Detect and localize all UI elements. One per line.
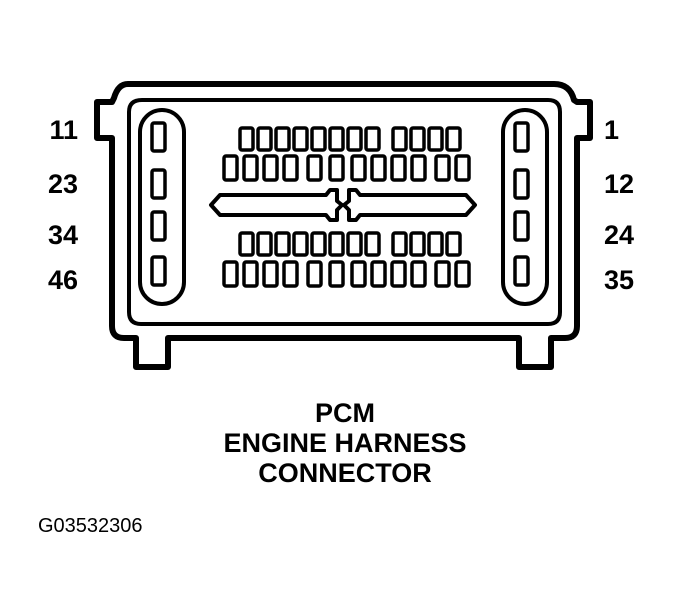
pin-cavity-center <box>328 260 345 288</box>
pin-cavity-center <box>350 154 367 182</box>
left-pin-column <box>138 108 186 306</box>
pin-label-34: 34 <box>47 220 78 250</box>
pin-cavity-center <box>454 154 471 182</box>
diagram-caption: PCM ENGINE HARNESS CONNECTOR <box>180 398 510 488</box>
figure-id: G03532306 <box>38 515 143 537</box>
pin-cavity-center <box>391 126 408 152</box>
pin-cavity-center <box>410 154 427 182</box>
right-latch <box>342 188 477 222</box>
pin-cavity-center <box>391 231 408 257</box>
pin-cavity-center <box>390 260 407 288</box>
pin-cavities <box>150 121 530 288</box>
pin-label-23: 23 <box>47 169 78 199</box>
pin-label-12: 12 <box>604 169 635 199</box>
pin-label-1: 1 <box>604 115 620 145</box>
pin-cavity-right-col <box>513 168 530 200</box>
pin-cavity-center <box>256 231 273 257</box>
pin-cavity-center <box>282 154 299 182</box>
pin-cavity-center <box>409 231 426 257</box>
pin-cavity-center <box>364 231 381 257</box>
pin-cavity-center <box>274 231 291 257</box>
pin-cavity-center <box>222 260 239 288</box>
pin-cavity-center <box>370 260 387 288</box>
pin-label-35: 35 <box>604 265 635 295</box>
pin-cavity-center <box>409 126 426 152</box>
pin-cavity-center <box>427 126 444 152</box>
pin-cavity-left-col <box>150 255 167 287</box>
pin-cavity-center <box>310 231 327 257</box>
pin-cavity-center <box>346 126 363 152</box>
pin-cavity-center <box>238 231 255 257</box>
pin-cavity-left-col <box>150 168 167 200</box>
caption-line-pcm: PCM <box>315 398 375 428</box>
pin-cavity-center <box>434 154 451 182</box>
pin-cavity-center <box>274 126 291 152</box>
pin-cavity-center <box>238 126 255 152</box>
pin-cavity-center <box>292 231 309 257</box>
pin-cavity-center <box>328 126 345 152</box>
pin-cavity-center <box>310 126 327 152</box>
pin-cavity-right-col <box>513 210 530 242</box>
pin-label-46: 46 <box>47 265 78 295</box>
pin-cavity-center <box>306 154 323 182</box>
pin-cavity-left-col <box>150 210 167 242</box>
pin-cavity-center <box>292 126 309 152</box>
pin-cavity-right-col <box>513 121 530 153</box>
pin-cavity-center <box>328 154 345 182</box>
pin-cavity-center <box>350 260 367 288</box>
pin-cavity-center <box>242 154 259 182</box>
caption-line-connector: CONNECTOR <box>258 458 432 488</box>
pin-cavity-center <box>370 154 387 182</box>
left-latch <box>209 188 344 222</box>
pin-cavity-center <box>222 154 239 182</box>
pin-cavity-center <box>427 231 444 257</box>
pin-cavity-left-col <box>150 121 167 153</box>
pin-cavity-center <box>454 260 471 288</box>
pin-cavity-center <box>328 231 345 257</box>
pin-cavity-center <box>390 154 407 182</box>
pin-cavity-center <box>262 154 279 182</box>
pin-cavity-center <box>434 260 451 288</box>
pin-cavity-center <box>306 260 323 288</box>
pin-cavity-center <box>256 126 273 152</box>
pin-cavity-center <box>282 260 299 288</box>
pin-cavity-center <box>346 231 363 257</box>
pin-cavity-center <box>242 260 259 288</box>
pin-label-24: 24 <box>604 220 635 250</box>
pin-cavity-center <box>445 126 462 152</box>
pin-cavity-center <box>262 260 279 288</box>
pin-cavity-center <box>410 260 427 288</box>
right-pin-column <box>501 108 549 306</box>
caption-line-engine-harness: ENGINE HARNESS <box>223 428 467 458</box>
pin-cavity-center <box>364 126 381 152</box>
pin-cavity-center <box>445 231 462 257</box>
pin-cavity-right-col <box>513 255 530 287</box>
pin-label-11: 11 <box>49 115 78 145</box>
connector-inner-frame <box>127 98 562 326</box>
